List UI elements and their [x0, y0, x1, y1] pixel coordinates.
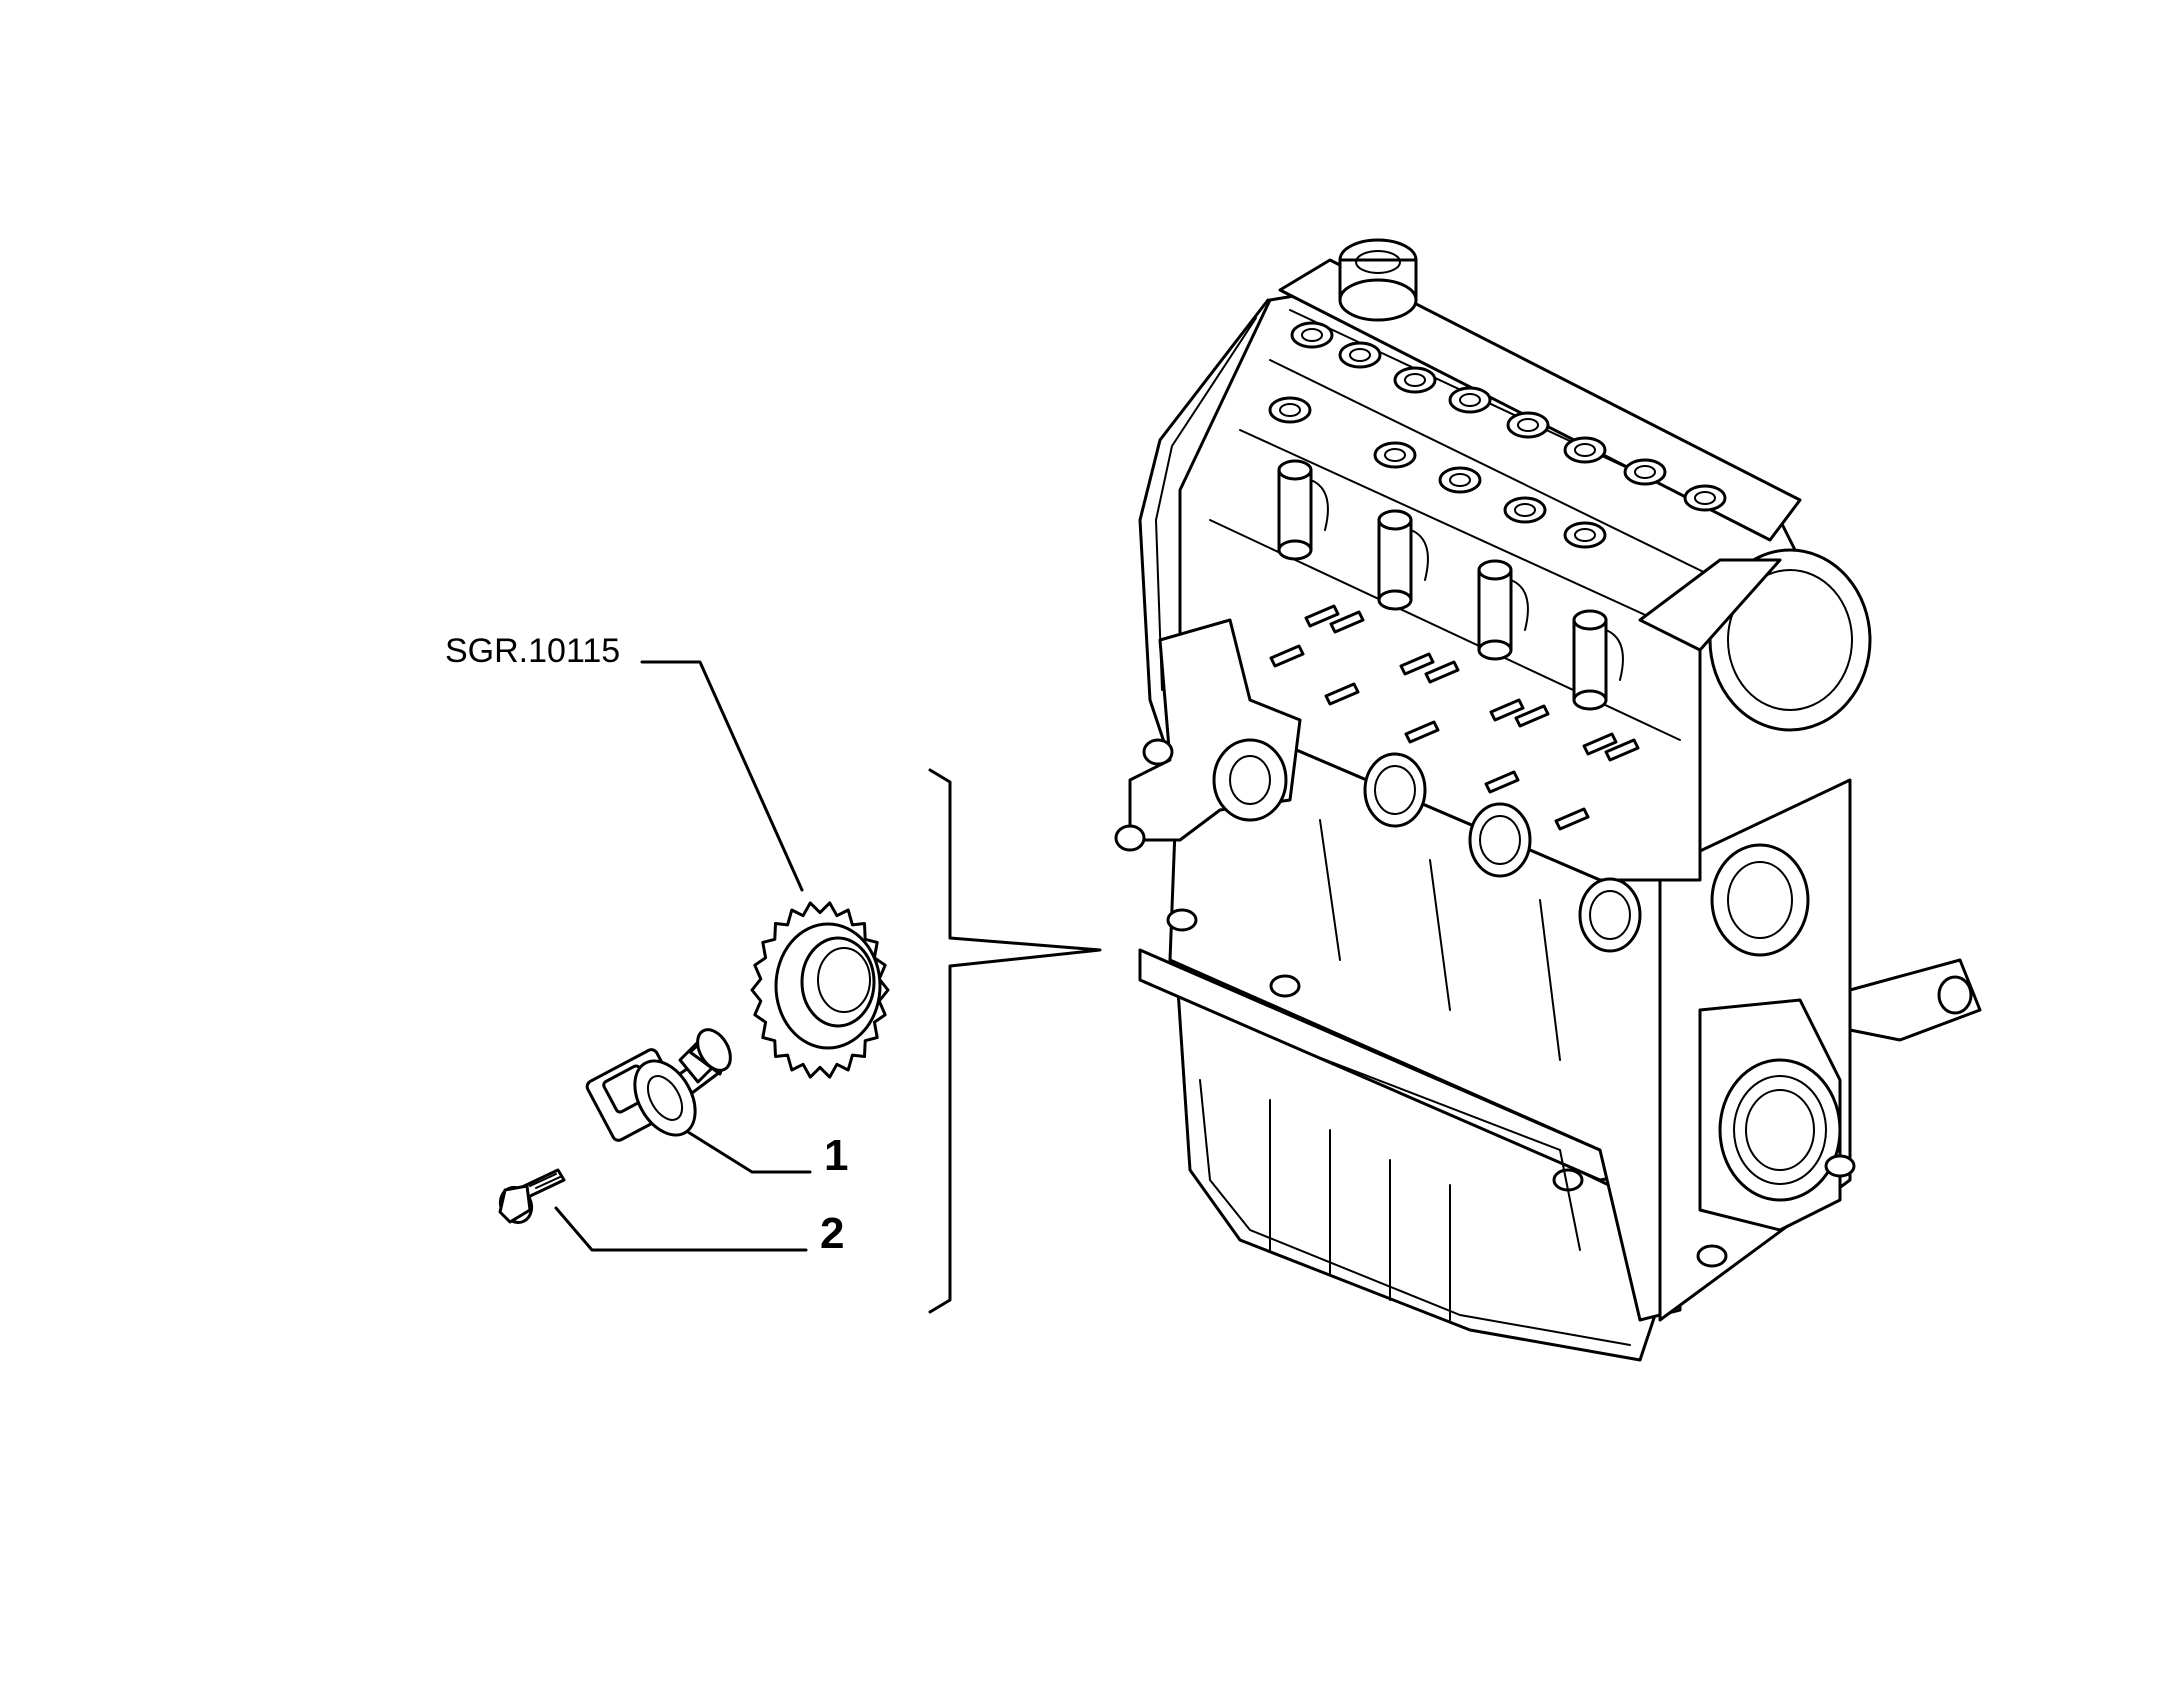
tone-wheel-sprocket — [750, 901, 890, 1079]
part-2-leader-line — [554, 1206, 808, 1252]
reference-label: SGR.10115 — [445, 632, 620, 670]
group-bracket — [928, 768, 1102, 1314]
sensor-part-1 — [585, 1028, 732, 1142]
reference-leader-line — [640, 660, 804, 892]
part-1-leader-line — [686, 1130, 812, 1174]
part-1-label: 1 — [824, 1131, 848, 1180]
bolt-part-2 — [498, 1168, 566, 1225]
part-2-label: 2 — [820, 1209, 844, 1258]
engine-assembly — [1114, 238, 1982, 1362]
